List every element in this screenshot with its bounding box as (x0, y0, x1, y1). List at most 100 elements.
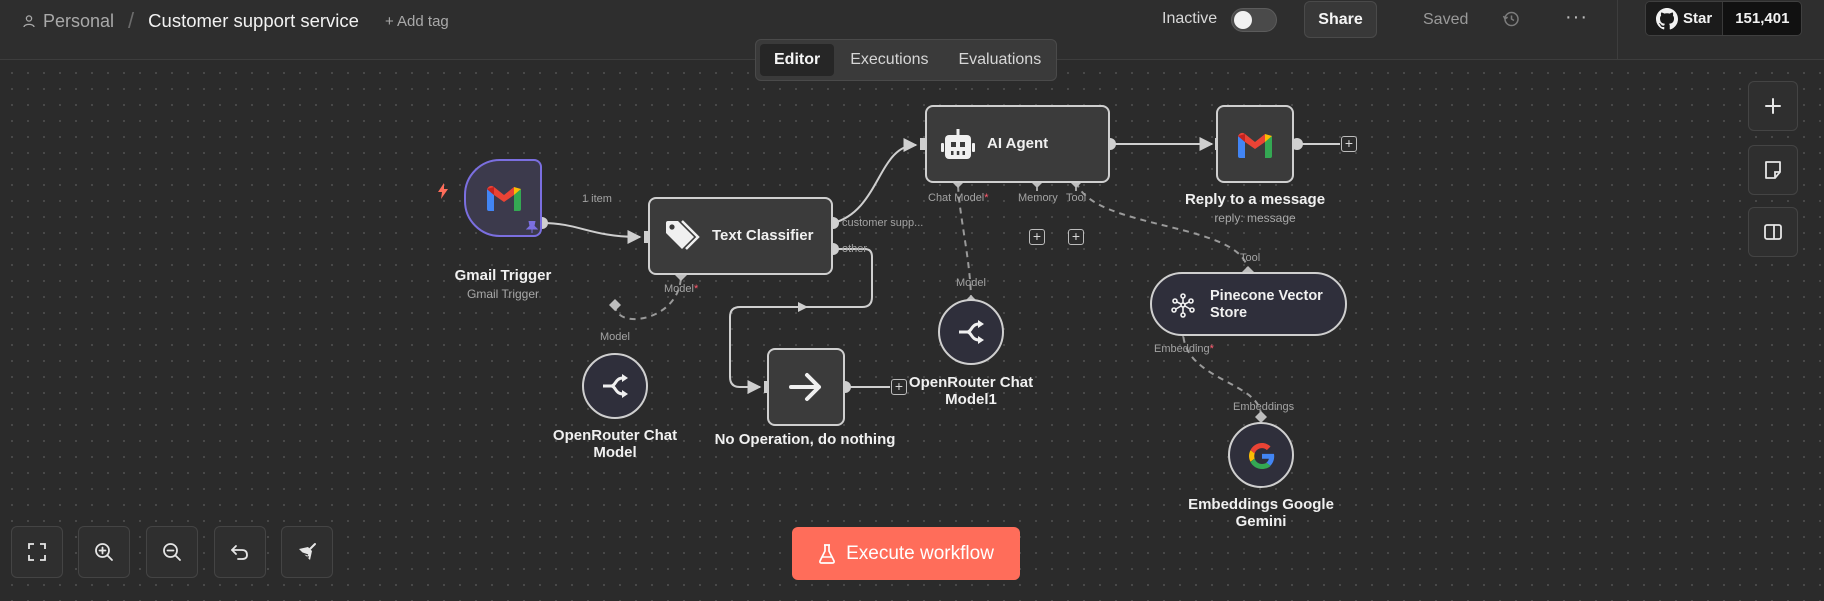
github-star-label: Star (1683, 10, 1713, 27)
tab-executions[interactable]: Executions (850, 51, 929, 68)
tidy-up-button[interactable] (281, 526, 333, 578)
flask-icon (819, 543, 836, 564)
share-button[interactable]: Share (1304, 1, 1377, 38)
gemini-title-line1: Embeddings Google (1188, 496, 1334, 513)
reply-message-node[interactable] (1216, 105, 1294, 183)
agent-memory-port-label: Memory (1018, 192, 1058, 204)
gmail-trigger-title: Gmail Trigger (454, 267, 552, 284)
no-operation-title: No Operation, do nothing (714, 431, 896, 448)
breadcrumb: Personal / Customer support service + Ad… (22, 8, 449, 34)
text-classifier-title: Text Classifier (712, 227, 814, 244)
embeddings-google-gemini-node[interactable] (1228, 422, 1294, 488)
gemini-port-label: Embeddings (1233, 401, 1295, 413)
tab-evaluations[interactable]: Evaluations (958, 51, 1042, 68)
tag-icon (666, 220, 700, 250)
port-gemini-out (1255, 411, 1267, 423)
openrouter-port-label: Model (600, 331, 630, 343)
sticky-note-icon (1765, 161, 1781, 179)
active-toggle[interactable] (1231, 8, 1277, 32)
plus-icon (1765, 98, 1781, 114)
zoom-out-button[interactable] (146, 526, 198, 578)
edge-gmail-classifier (541, 222, 642, 244)
openrouter1-title-line2: Model1 (945, 391, 997, 408)
agent-chat-model-port-label: Chat Model* (928, 192, 989, 204)
pinecone-title-line2: Store (1210, 305, 1248, 321)
port-agent-in (920, 138, 926, 150)
openrouter-title-line1: OpenRouter Chat (552, 427, 678, 444)
undo-icon (231, 545, 248, 560)
classifier-model-port-label: Model* (664, 283, 698, 295)
gmail-icon (487, 185, 521, 211)
toggle-panel-button[interactable] (1748, 207, 1798, 257)
add-node-after-noop-button[interactable]: + (891, 379, 907, 395)
add-memory-button[interactable]: + (1029, 229, 1045, 245)
history-icon[interactable] (1502, 10, 1520, 28)
edge-openrouter-classifier (614, 274, 682, 320)
github-star-button[interactable]: Star (1646, 2, 1723, 35)
port-reply-out (1291, 138, 1303, 150)
reply-subtitle: reply: message (1214, 211, 1296, 225)
panel-icon (1764, 224, 1782, 240)
github-star-count: 151,401 (1722, 2, 1802, 35)
gmail-trigger-node[interactable] (464, 159, 542, 237)
classifier-model-port-text: Model (664, 283, 694, 295)
pinecone-embedding-port-label: Embedding* (1154, 343, 1214, 355)
openrouter-chat-model1-node[interactable] (938, 299, 1004, 365)
port-classifier-in (644, 231, 650, 243)
connections-layer (536, 137, 1340, 423)
ai-agent-node[interactable]: AI Agent (925, 105, 1110, 183)
openrouter-icon (959, 320, 984, 344)
openrouter1-title-line1: OpenRouter Chat (908, 374, 1034, 391)
arrow-right-icon (789, 373, 821, 401)
openrouter-title-line2: Model (593, 444, 637, 461)
broom-icon (299, 543, 316, 560)
pinecone-embedding-port-text: Embedding (1154, 343, 1210, 355)
tab-editor[interactable]: Editor (760, 44, 835, 76)
edge-classifier-agent (832, 138, 918, 224)
google-icon (1249, 443, 1275, 469)
openrouter-icon (603, 374, 628, 398)
zoom-in-button[interactable] (78, 526, 130, 578)
agent-tool-port-label: Tool (1066, 192, 1087, 204)
required-marker: * (1209, 343, 1214, 355)
required-marker: * (984, 192, 989, 204)
classifier-output-customer-support: customer supp... (842, 217, 924, 229)
robot-icon (941, 129, 975, 159)
fit-view-button[interactable] (11, 526, 63, 578)
zoom-out-icon (163, 543, 181, 561)
fit-view-icon (28, 543, 46, 561)
edge-pinecone-agent (1075, 180, 1249, 274)
more-options-button[interactable]: ··· (1565, 6, 1588, 28)
execute-workflow-button[interactable]: Execute workflow (792, 527, 1020, 580)
add-tag-button[interactable]: + Add tag (384, 12, 449, 30)
workflow-canvas[interactable]: 1 item Gmail Trigger Gmail Trigger Text … (0, 61, 1824, 601)
workflow-title[interactable]: Customer support service (148, 10, 359, 31)
github-icon (1656, 7, 1678, 29)
edge-gemini-pinecone (1182, 330, 1262, 417)
add-sticky-note-button[interactable] (1748, 145, 1798, 195)
add-node-after-reply-button[interactable]: + (1341, 136, 1357, 152)
pinecone-icon (1171, 293, 1195, 318)
gmail-icon (1238, 132, 1272, 158)
trigger-bolt-icon (438, 183, 448, 199)
edge-openrouter1-agent (957, 180, 972, 302)
openrouter-chat-model-node[interactable] (582, 353, 648, 419)
required-marker: * (693, 283, 699, 295)
project-link[interactable]: Personal (43, 10, 115, 31)
add-tool-button[interactable]: + (1068, 229, 1084, 245)
agent-chat-model-port-text: Chat Model (928, 192, 985, 204)
edge-item-count: 1 item (582, 193, 612, 205)
add-node-button[interactable] (1748, 81, 1798, 131)
undo-button[interactable] (214, 526, 266, 578)
reply-title: Reply to a message (1184, 191, 1326, 208)
github-star-widget[interactable]: Star 151,401 (1645, 1, 1803, 36)
classifier-output-other: other (842, 243, 868, 255)
pinecone-title-line1: Pinecone Vector (1210, 288, 1323, 304)
no-operation-node[interactable] (767, 348, 845, 426)
text-classifier-node[interactable]: Text Classifier (648, 197, 833, 275)
toggle-knob (1234, 11, 1252, 29)
